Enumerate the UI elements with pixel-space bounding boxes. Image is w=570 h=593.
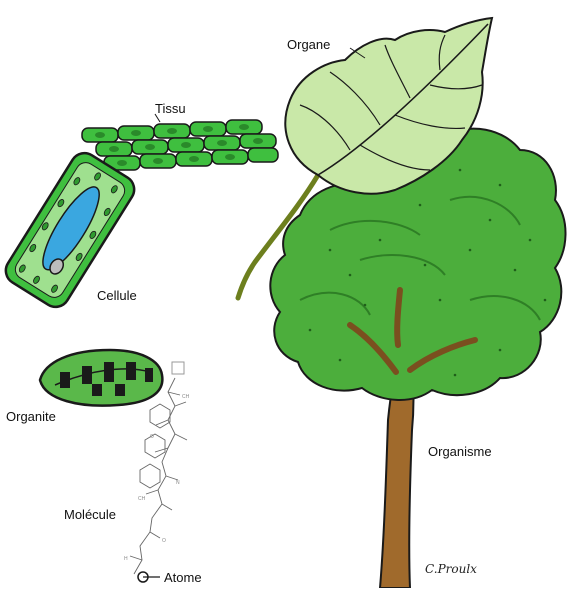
label-tissu: Tissu (155, 102, 186, 115)
tree-trunk (380, 368, 414, 588)
tree-organism (270, 129, 565, 588)
atom-symbol (138, 572, 160, 582)
label-molecule: Molécule (64, 508, 116, 521)
svg-text:O: O (150, 434, 154, 440)
label-cellule: Cellule (97, 289, 137, 302)
label-organite: Organite (6, 410, 56, 423)
chloroplast (40, 350, 184, 406)
label-atome: Atome (164, 571, 202, 584)
molecule-structure: CH O N CH O H (124, 378, 190, 574)
svg-text:CH: CH (138, 496, 146, 502)
svg-text:N: N (176, 480, 180, 486)
svg-text:H: H (124, 556, 128, 562)
svg-text:O: O (162, 538, 166, 544)
tree-branch (397, 290, 400, 345)
tissue (82, 120, 278, 170)
artist-signature: C.Proulx (425, 562, 477, 576)
svg-text:CH: CH (182, 394, 190, 400)
label-organisme: Organisme (428, 445, 492, 458)
label-organe: Organe (287, 38, 330, 51)
